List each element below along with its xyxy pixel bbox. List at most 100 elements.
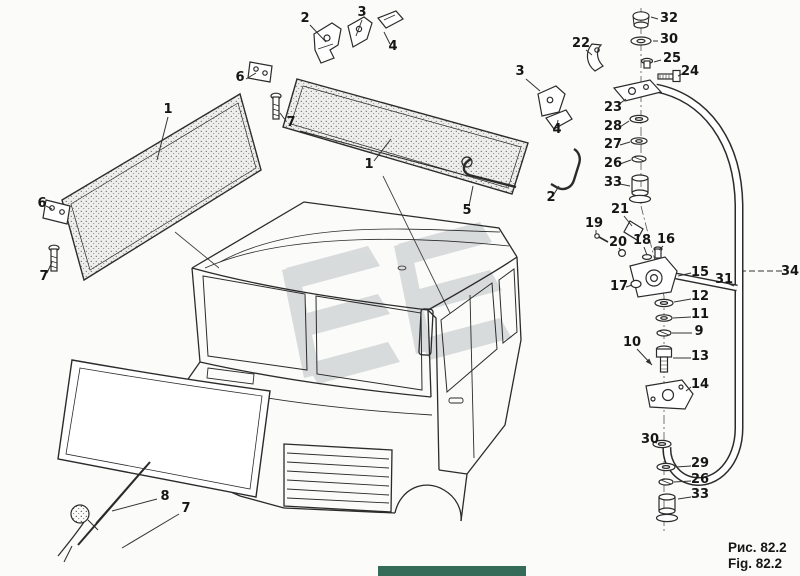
leader-lines	[45, 16, 782, 549]
leader-line	[643, 246, 648, 256]
leader-line	[619, 141, 631, 146]
figure-caption: Рис. 82.2 Fig. 82.2	[728, 540, 787, 571]
leader-line	[625, 284, 633, 288]
leader-line	[279, 112, 287, 122]
windshield-glass	[57, 359, 271, 498]
visor-bracket-top	[247, 61, 282, 120]
leader-line	[653, 441, 658, 444]
part-label-30: 30	[660, 32, 678, 47]
figure-caption-ru: Рис. 82.2	[728, 540, 787, 555]
part-label-30: 30	[641, 432, 659, 447]
leader-line	[673, 298, 692, 303]
mirror-arm-assembly	[586, 8, 744, 532]
axis-line-mid	[640, 205, 665, 297]
part-label-25: 25	[663, 51, 681, 66]
part-label-18: 18	[633, 233, 651, 248]
leader-line	[728, 283, 735, 287]
part-label-33: 33	[691, 487, 709, 502]
part-label-28: 28	[604, 119, 622, 134]
leader-line	[677, 73, 683, 77]
leader-line	[617, 98, 627, 106]
leader-line	[468, 185, 474, 207]
part-label-6: 6	[37, 196, 46, 211]
part-label-7: 7	[39, 269, 48, 284]
leader-line	[677, 272, 692, 277]
part-label-6: 6	[235, 70, 244, 85]
leader-line	[673, 480, 692, 483]
part-label-1: 1	[163, 102, 172, 117]
leader-arrowhead	[645, 358, 652, 365]
leader-line	[650, 16, 659, 20]
part-label-32: 32	[660, 11, 678, 26]
part-label-22: 22	[572, 36, 590, 51]
part-label-16: 16	[657, 232, 675, 247]
leader-line	[373, 138, 392, 162]
leader-line	[556, 119, 559, 127]
part-label-11: 11	[691, 307, 709, 322]
part-label-5: 5	[462, 203, 471, 218]
leader-line	[618, 247, 622, 252]
visor-rod-5	[461, 156, 517, 189]
part-label-7: 7	[181, 501, 190, 516]
part-label-7: 7	[286, 115, 295, 130]
part-label-19: 19	[585, 216, 603, 231]
leader-line	[156, 116, 169, 161]
part-label-33: 33	[604, 175, 622, 190]
leader-line	[309, 24, 327, 43]
installed-visor-bar	[418, 308, 434, 356]
leader-line	[672, 316, 692, 319]
leader-line	[675, 465, 692, 468]
part-label-26: 26	[604, 156, 622, 171]
part-label-3: 3	[515, 64, 524, 79]
part-label-23: 23	[604, 100, 622, 115]
visor-hinges-right	[537, 85, 573, 130]
part-label-4: 4	[552, 122, 561, 137]
watermark-footer-bar	[378, 566, 526, 576]
visor-bracket-left	[42, 199, 71, 272]
leader-line	[585, 49, 593, 56]
part-label-29: 29	[691, 456, 709, 471]
leader-line	[623, 215, 633, 227]
part-label-14: 14	[691, 377, 709, 392]
leader-line	[383, 31, 391, 45]
part-label-9: 9	[694, 324, 703, 339]
part-label-13: 13	[691, 349, 709, 364]
part-label-27: 27	[604, 137, 622, 152]
leader-line	[677, 496, 692, 500]
part-label-24: 24	[681, 64, 699, 79]
part-label-2: 2	[546, 190, 555, 205]
leader-line	[46, 261, 53, 274]
visor-rod-2	[550, 147, 581, 191]
part-label-1: 1	[364, 157, 373, 172]
install-line-left-visor	[174, 231, 220, 269]
leader-line	[525, 78, 541, 92]
leader-line	[619, 120, 630, 128]
part-label-20: 20	[609, 235, 627, 250]
leader-line	[619, 159, 632, 165]
part-label-31: 31	[715, 272, 733, 287]
leader-line	[658, 245, 664, 251]
part-label-4: 4	[388, 39, 397, 54]
leader-line	[653, 59, 662, 63]
left-sun-visor	[61, 92, 262, 282]
mirror-tube	[655, 83, 744, 486]
leader-line	[553, 185, 560, 195]
visor-hinges-top	[313, 10, 404, 64]
part-label-10: 10	[623, 335, 641, 350]
leader-line	[111, 498, 158, 512]
part-label-15: 15	[691, 265, 709, 280]
part-label-3: 3	[357, 5, 366, 20]
part-label-2: 2	[300, 11, 309, 26]
leader-line	[245, 72, 257, 80]
leader-line	[355, 19, 363, 37]
figure-caption-en: Fig. 82.2	[728, 555, 783, 571]
part-label-17: 17	[610, 279, 628, 294]
part-label-26: 26	[691, 472, 709, 487]
leader-line	[619, 183, 631, 187]
leader-line	[121, 513, 180, 549]
leader-line	[685, 386, 692, 392]
leader-line	[45, 205, 53, 210]
part-label-34: 34	[781, 264, 799, 279]
